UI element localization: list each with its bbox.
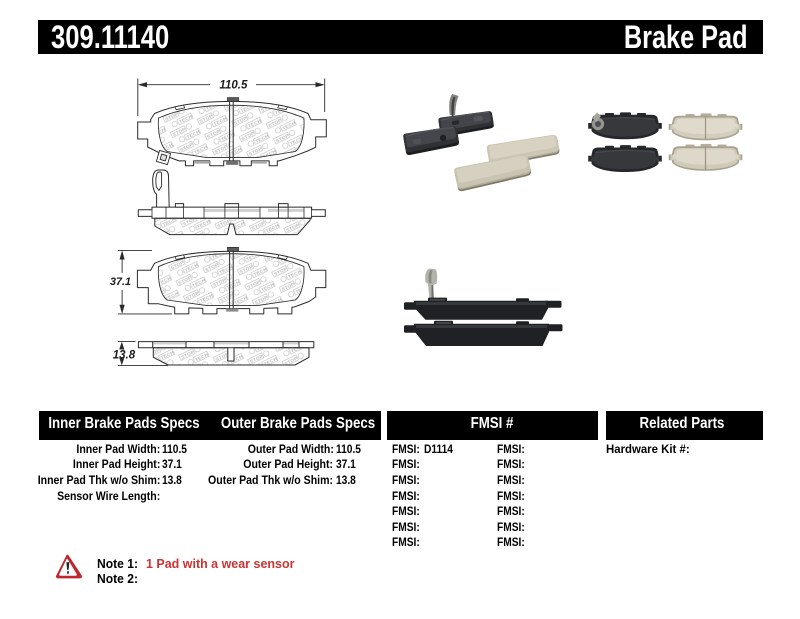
svg-text:37.1: 37.1 [110,276,131,288]
svg-text:110.5: 110.5 [219,80,248,92]
svg-text:13.8: 13.8 [113,349,136,361]
